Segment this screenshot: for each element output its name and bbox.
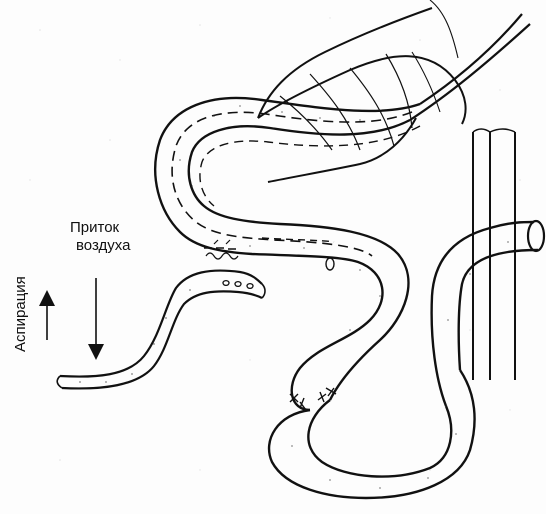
aspiration-tube — [57, 240, 334, 388]
air-inflow-label-line1: Приток — [70, 219, 130, 237]
mesentery-fold — [258, 0, 466, 182]
small-intestine-loop — [155, 98, 420, 410]
air-inflow-label-line2: воздуха — [76, 237, 130, 255]
air-inflow-label: Приток воздуха — [70, 219, 130, 255]
upper-bowel-strand — [410, 14, 530, 120]
aspiration-label: Аспирация — [12, 276, 30, 352]
